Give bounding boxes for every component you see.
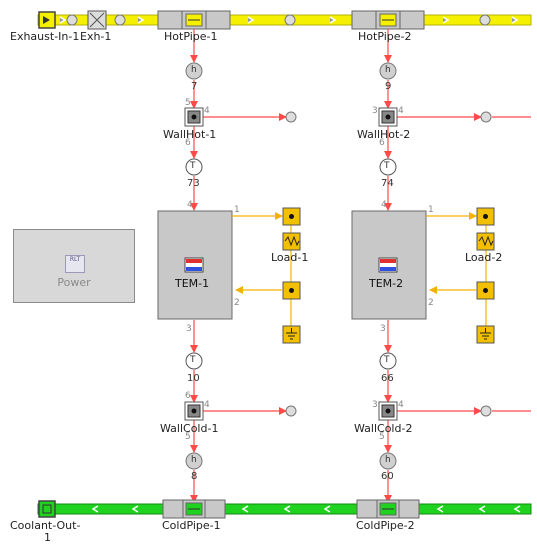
port-number: 2 [234,298,240,308]
ambient-nodes[interactable] [285,111,492,417]
exhaust-in-block[interactable] [38,11,56,29]
port-number: 4 [187,200,193,210]
coldpipe-2-block[interactable] [356,499,420,519]
node-number: 7 [191,81,198,92]
h-glyph: h [191,455,197,465]
wallhot-2-label: WallHot-2 [357,128,411,141]
t-sensors[interactable] [185,158,397,370]
port-number: 1 [234,205,240,215]
node-number: 8 [191,471,198,482]
node-number: 9 [385,81,392,92]
port-number: 3 [186,324,192,334]
load-1-label: Load-1 [271,251,309,264]
port-number: 5 [185,98,191,108]
port-number: 4 [381,200,387,210]
hotpipe-2-label: HotPipe-2 [358,30,412,43]
load-2-label: Load-2 [465,251,503,264]
port-number: 2 [428,298,434,308]
wall-nodes[interactable] [184,107,398,421]
port-number: 6 [185,138,191,148]
tem-1-label: TEM-1 [175,277,210,290]
h-sensors[interactable] [185,62,397,470]
node-number: 10 [187,373,200,384]
exh-valve-block[interactable] [87,10,107,30]
node-number: 66 [381,373,394,384]
port-number: 4 [204,400,210,410]
port-number: 6 [185,391,191,401]
h-glyph: h [385,455,391,465]
t-glyph: T [190,161,196,171]
port-number: 3 [372,400,378,410]
coldpipe-1-label: ColdPipe-1 [162,519,221,532]
wallcold-2-label: WallCold-2 [354,422,413,435]
port-number: 4 [398,400,404,410]
coolant-out-label-line2: 1 [44,531,51,544]
coldpipe-1-block[interactable] [162,499,226,519]
port-number: 3 [380,324,386,334]
t-glyph: T [384,161,390,171]
power-icon-text: RLT [69,256,81,263]
port-number: 4 [204,106,210,116]
wallhot-1-label: WallHot-1 [163,128,217,141]
hotpipe-1-block[interactable] [157,10,231,30]
load-1-network[interactable] [282,207,301,344]
power-label: Power [57,276,91,289]
power-block[interactable]: RLT Power [13,229,135,303]
port-number: 5 [185,432,191,442]
wallcold-1-label: WallCold-1 [160,422,219,435]
t-glyph: T [190,355,196,365]
tem-2-block[interactable] [351,210,427,320]
rlt-icon: RLT [65,255,85,273]
hotpipe-1-label: HotPipe-1 [164,30,218,43]
coolant-out-label: Coolant-Out- [10,519,81,532]
port-number: 1 [428,205,434,215]
load-2-network[interactable] [476,207,495,344]
port-number: 4 [398,106,404,116]
column-1-connections [190,29,287,503]
node-number: 60 [381,471,394,482]
port-number: 5 [379,432,385,442]
hot-rail[interactable] [37,14,532,26]
tem-1-block[interactable] [157,210,233,320]
h-glyph: h [385,65,391,75]
node-number: 73 [187,178,200,189]
cold-rail[interactable] [37,503,532,515]
port-number: 6 [379,138,385,148]
node-number: 74 [381,178,394,189]
coldpipe-2-label: ColdPipe-2 [356,519,415,532]
exhaust-in-label: Exhaust-In-1 [10,30,80,43]
port-number: 3 [372,106,378,116]
tem-2-label: TEM-2 [369,277,404,290]
coolant-out-block[interactable] [38,500,56,518]
exh-label: Exh-1 [80,30,112,43]
h-glyph: h [191,65,197,75]
t-glyph: T [384,355,390,365]
column-2-connections [384,29,531,503]
hotpipe-2-block[interactable] [351,10,425,30]
